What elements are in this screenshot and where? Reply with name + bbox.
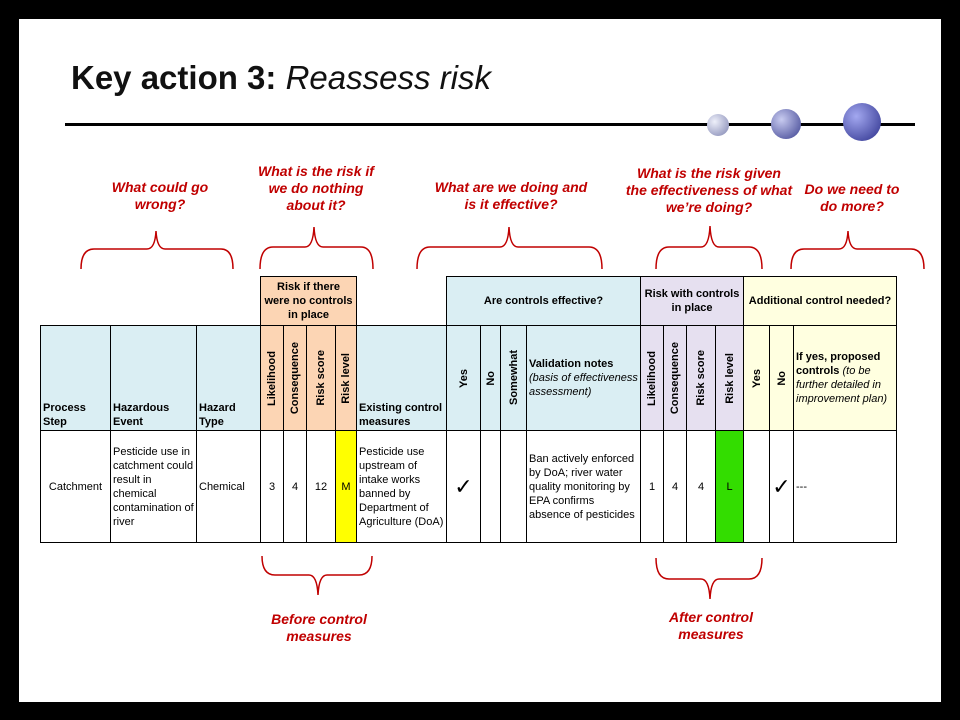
cell-effective-somewhat [500,430,527,543]
slide-title: Key action 3: Reassess risk [71,59,491,97]
header-consequence-2-text: Consequence [669,341,681,415]
title-italic: Reassess risk [285,59,491,96]
header-hazardous-event: Hazardous Event [110,325,197,431]
table-row: Catchment Pesticide use in catchment cou… [40,430,897,543]
bottom-bracket-before [261,555,373,596]
question-what-doing: What are we doing and is it effective? [434,179,588,212]
header-risk-level-2-text: Risk level [723,352,736,404]
header-hazard-type: Hazard Type [196,325,261,431]
label-before-control: Before control measures [271,611,367,644]
header-validation-notes: Validation notes (basis of effectiveness… [526,325,641,431]
header-no-text: No [484,370,497,386]
cell-hazard-type: Chemical [196,430,261,543]
header-consequence-text: Consequence [289,341,301,415]
header-consequence: Consequence [283,325,307,431]
cell-proposed-controls: --- [793,430,897,543]
group-with-controls: Risk with controls in place [640,276,744,326]
header-risk-score-2-text: Risk score [695,350,707,406]
cell-effective-no [480,430,501,543]
blank-cell [41,277,261,326]
column-header-row: Process Step Hazardous Event Hazard Type… [40,325,897,431]
header-risk-level: Risk level [335,325,357,431]
header-yes-2-text: Yes [750,368,763,388]
header-existing-controls: Existing control measures [356,325,447,431]
header-likelihood-2: Likelihood [640,325,664,431]
group-effective: Are controls effective? [446,276,641,326]
bottom-bracket-after [655,557,763,600]
cell-risk-score: 12 [306,430,336,543]
slide: Key action 3: Reassess risk What could g… [19,19,941,702]
top-bracket-1 [80,230,234,270]
cell-validation-notes: Ban actively enforced by DoA; river wate… [526,430,641,543]
cell-risk-level: M [335,430,357,543]
question-what-could-go-wrong: What could go wrong? [111,179,209,212]
header-risk-score-2: Risk score [686,325,716,431]
group-additional: Additional control needed? [743,276,897,326]
header-yes-text: Yes [457,368,470,388]
title-bold: Key action 3: [71,59,277,96]
header-likelihood-text: Likelihood [266,350,278,406]
header-validation-title: Validation notes [529,358,614,370]
header-risk-score: Risk score [306,325,336,431]
question-risk-given-effectiveness: What is the risk given the effectiveness… [625,165,793,215]
decor-ball-large [843,103,881,141]
top-bracket-4 [655,225,763,270]
blank-cell [357,277,447,326]
cell-existing-controls: Pesticide use upstream of intake works b… [356,430,447,543]
cell-effective-yes: ✓ [446,430,481,543]
header-somewhat: Somewhat [500,325,527,431]
cell-risk-level-2: L [715,430,744,543]
header-somewhat-text: Somewhat [507,350,520,406]
cell-consequence: 4 [283,430,307,543]
top-bracket-2 [259,226,374,270]
cell-consequence-2: 4 [663,430,687,543]
cell-process-step: Catchment [40,430,111,543]
header-no-2: No [769,325,794,431]
header-validation-sub: (basis of effectiveness assessment) [529,372,638,398]
cell-likelihood: 3 [260,430,284,543]
cell-likelihood-2: 1 [640,430,664,543]
top-bracket-5 [790,230,925,270]
header-proposed-sub: (to be further detailed in improvement p… [796,365,888,405]
label-after-control: After control measures [669,609,753,642]
risk-table: Risk if there were no controls in place … [40,276,897,543]
header-no: No [480,325,501,431]
header-likelihood-2-text: Likelihood [646,350,658,406]
header-likelihood: Likelihood [260,325,284,431]
header-yes: Yes [446,325,481,431]
cell-additional-no: ✓ [769,430,794,543]
header-proposed-title: If yes, proposed controls [796,351,881,377]
top-bracket-3 [416,226,603,270]
decor-ball-medium [771,109,801,139]
brackets-layer [80,225,925,600]
header-risk-level-2: Risk level [715,325,744,431]
header-consequence-2: Consequence [663,325,687,431]
header-risk-level-text: Risk level [340,352,352,404]
header-risk-score-text: Risk score [315,350,327,406]
decor-ball-small [707,114,729,136]
group-header-row: Risk if there were no controls in place … [41,276,897,326]
header-proposed-controls: If yes, proposed controls (to be further… [793,325,897,431]
question-do-more: Do we need to do more? [804,181,900,214]
cell-hazardous-event: Pesticide use in catchment could result … [110,430,197,543]
group-no-controls: Risk if there were no controls in place [260,276,357,326]
header-process-step: Process Step [40,325,111,431]
header-yes-2: Yes [743,325,770,431]
cell-additional-yes [743,430,770,543]
title-divider [65,123,915,126]
header-no-2-text: No [775,370,788,386]
cell-risk-score-2: 4 [686,430,716,543]
question-risk-if-nothing: What is the risk if we do nothing about … [258,163,374,213]
